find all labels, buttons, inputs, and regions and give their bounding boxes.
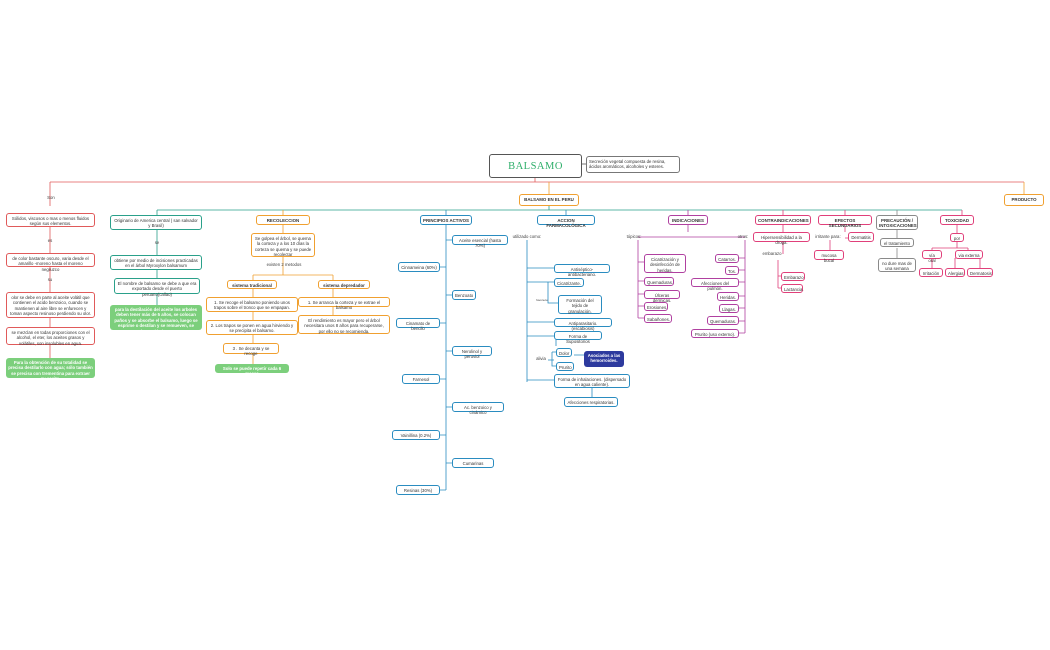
af-suppositories[interactable]: Forma de Supositorios (554, 331, 602, 344)
two-methods-label: existen 2 metodos (266, 262, 302, 267)
af-inhalations[interactable]: Forma de inhalaciones. (dispersado en ag… (554, 374, 630, 388)
hemorrhoids-note[interactable]: Asociados a las hemorroides. (584, 351, 624, 367)
alcohol-mix-node[interactable]: se mezclan en todas proporciones con el … (6, 327, 95, 346)
pa-vainillina[interactable]: Vainillina (0.2%) (392, 430, 440, 440)
embarazo-connector-label: embarazo (762, 251, 782, 256)
pa-nerolinol[interactable]: Nerolinol y peruviol (452, 346, 492, 359)
alivia-label: alivia (536, 356, 546, 361)
recoleccion-header[interactable]: RECOLECCION (256, 215, 310, 225)
name-origin-node[interactable]: El nombre de balsamo se debe a que era e… (114, 278, 200, 297)
one-week-node[interactable]: no dure mas de una semana (878, 258, 916, 272)
producto-node[interactable]: PRODUCTO (1004, 194, 1044, 206)
oral-mucosa-node[interactable]: mucosa bucal (814, 250, 844, 263)
pa-farnesol[interactable]: Farnesol (402, 374, 440, 384)
tox-external-node[interactable]: via externa (955, 250, 983, 259)
pa-cinamato[interactable]: Cinamato de bencilo (396, 318, 440, 331)
odor-node[interactable]: olor se debe en parte al aceite volátil … (6, 292, 95, 318)
ind-chilblains[interactable]: Sabañones. (644, 314, 672, 323)
efectos-header[interactable]: EFECTOS SECUNDARIOS (818, 215, 872, 228)
ind-burns-left[interactable]: Quemaduras. (644, 277, 674, 286)
ind-wounds[interactable]: Heridas. (717, 292, 739, 301)
used-as-label: utilizado como: (512, 234, 542, 239)
af-respiratory[interactable]: Afecciones respiratorias. (564, 397, 618, 407)
trad-step-3[interactable]: 3 . Se decanta y se recoge (223, 343, 279, 356)
ind-ulcers[interactable]: Úlceras dérmicas. (644, 290, 680, 303)
dark-color-node[interactable]: de color bastante oscuro, varia desde el… (6, 253, 95, 272)
pa-benzoato[interactable]: Benzoato (452, 290, 476, 300)
indicaciones-header[interactable]: INDICACIONES (668, 215, 708, 225)
tox-oral-node[interactable]: vía oral (922, 250, 942, 263)
otros-label: otros: (737, 234, 749, 239)
trad-step-1[interactable]: 1. Se recoge el balsamo poniendo unos tr… (206, 297, 298, 312)
irritante-label: irritante para: (815, 234, 841, 239)
es-connector-label: es (47, 238, 53, 243)
af-antiseptic[interactable]: Antiséptico-antibacteriano. (554, 264, 610, 277)
contraindicaciones-header[interactable]: CONTRAINDICACIONES (755, 215, 811, 225)
af-antiparasitic[interactable]: Antiparasitario. (escabiosis) (554, 318, 612, 331)
lactation-node[interactable]: Lactancia. (781, 284, 804, 293)
root-node[interactable]: BALSAMO (489, 154, 582, 178)
ind-sores[interactable]: Llagas. (719, 304, 739, 313)
pred-step-1[interactable]: 1. Se arranca la corteza y se extrae el … (298, 297, 390, 310)
solid-viscous-node[interactable]: Sólidos, viscosos o mas o menos fluidos … (6, 213, 95, 227)
incisions-node[interactable]: obtiene por medio de incisiones practica… (110, 255, 202, 270)
pa-cumarinas[interactable]: Cumarinas (452, 458, 494, 468)
root-description[interactable]: Secreción vegetal compuesta de resina, á… (586, 156, 680, 173)
af-granulation[interactable]: Formación del tejido de granulación. (558, 295, 602, 314)
pa-cinnameina[interactable]: Cinnameina (60%) (398, 262, 440, 272)
ind-cicatrization[interactable]: Cicatrización y desinfección de heridas. (644, 254, 686, 273)
balsamo-peru-node[interactable]: BALSAMO EN EL PERU (519, 194, 579, 206)
ind-prurito[interactable]: Prurito (uso externo). (691, 329, 739, 338)
dermatitis-node[interactable]: Dermatitis (848, 232, 874, 242)
treatment-node[interactable]: el tratamiento (880, 238, 914, 247)
distillation-note[interactable]: Para la obtención de su totalidad se pre… (6, 358, 95, 381)
ind-cough[interactable]: Tos. (725, 266, 739, 275)
ind-lung[interactable]: Afecciones del pulmón. (691, 278, 739, 291)
tox-allergies-node[interactable]: Alergias (945, 268, 965, 277)
tox-por-node[interactable]: por (950, 233, 964, 242)
accion-header[interactable]: ACCION FARMACOLÓGICA (537, 215, 595, 228)
ind-burns-right[interactable]: Quemaduras. (707, 316, 739, 325)
af-cicatrizante[interactable]: Cicatrizante. (554, 278, 584, 287)
repeat-six-months-note[interactable]: Solo se puede repetir cada 6 meses (215, 364, 289, 376)
ind-catarrh[interactable]: Catarros. (715, 254, 739, 263)
tree-age-note[interactable]: para la destilación del aceite los arbol… (110, 305, 202, 334)
tox-irritation-node[interactable]: Irritación (919, 268, 943, 277)
pregnancy-node[interactable]: Embarazo (781, 272, 805, 281)
principios-header[interactable]: PRINCIPIOS ACTIVOS (420, 215, 472, 225)
su-connector-label: su (47, 277, 53, 282)
hypersensitivity-node[interactable]: Hipersensibilidad a la droga. (753, 232, 810, 245)
son-connector-label: Son (47, 195, 55, 200)
af-itch[interactable]: Prurito (556, 362, 574, 371)
traditional-system-node[interactable]: sistema tradicional (227, 280, 277, 289)
pa-acids[interactable]: Ac. benzoico y cinámico (452, 402, 504, 415)
bark-beating-node[interactable]: Se golpea el árbol, se quema la corteza … (251, 233, 315, 257)
pa-essential-oil[interactable]: Aceite esencial (hasta 70%) (452, 235, 508, 248)
root-title: BALSAMO (508, 161, 563, 172)
favorece-label: favorece (536, 298, 548, 302)
toxicidad-header[interactable]: TOXICIDAD (940, 215, 974, 225)
tox-dermatosis-node[interactable]: Dermatosis (967, 268, 993, 277)
pa-resinas[interactable]: Resinas (30%) (396, 485, 440, 495)
topicos-label: tópicos: (626, 234, 642, 239)
ind-erosions[interactable]: Erosiones. (644, 302, 668, 311)
se-connector-label: se (154, 240, 160, 245)
trad-step-2[interactable]: 2. Los trapos se ponen en agua hirviendo… (206, 320, 298, 335)
af-pain[interactable]: Dolor (556, 348, 572, 357)
precaucion-header[interactable]: PRECAUCIÓN / INTOXICACIONES (876, 215, 918, 230)
pred-yield-node[interactable]: El rendimiento es mayor pero el árbol ne… (298, 315, 390, 334)
origin-node[interactable]: Originario de America central ( san salv… (110, 215, 202, 230)
predatory-system-node[interactable]: sistema depredador (318, 280, 370, 289)
